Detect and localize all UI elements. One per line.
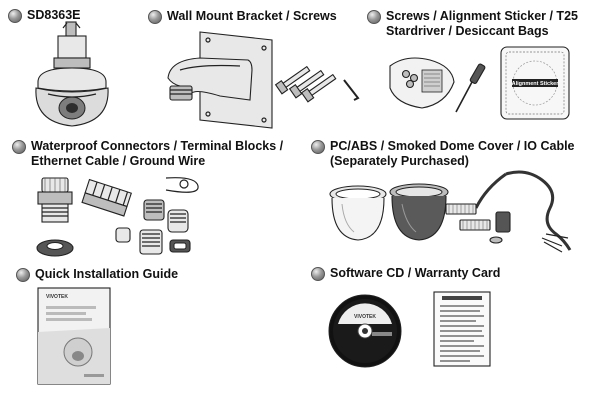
- bullet-icon: [311, 267, 325, 281]
- cd-brand: VIVOTEK: [354, 314, 376, 320]
- ground-wire-image: [115, 227, 131, 243]
- wall-mount-bracket-image: [167, 31, 273, 129]
- smoked-dome-cover-image: [389, 183, 449, 241]
- ethernet-cable-image: [139, 177, 199, 255]
- screws-label-line-2: Stardriver / Desiccant Bags: [386, 24, 549, 38]
- speed-dome-camera-image: [35, 21, 109, 127]
- alignment-sticker-title: Alignment Sticker: [512, 81, 560, 87]
- dome-label-line-1: PC/ABS / Smoked Dome Cover / IO Cable: [330, 139, 575, 153]
- bracket-screws-image: [274, 65, 360, 103]
- alignment-sticker-image: Alignment Sticker: [500, 46, 570, 120]
- software-cd-image: VIVOTEK: [328, 294, 402, 368]
- software-label: Software CD / Warranty Card: [330, 266, 500, 281]
- bullet-icon: [8, 9, 22, 23]
- screw-bag-image: [389, 57, 455, 109]
- connectors-label-line-2: Ethernet Cable / Ground Wire: [31, 154, 206, 168]
- bracket-label: Wall Mount Bracket / Screws: [167, 9, 337, 24]
- screws-label: Screws / Alignment Sticker / T25 Stardri…: [386, 9, 578, 39]
- warranty-card-image: [433, 291, 491, 367]
- software-label-line-1: Software CD / Warranty Card: [330, 266, 501, 280]
- bullet-icon: [148, 10, 162, 24]
- connectors-label: Waterproof Connectors / Terminal Blocks …: [31, 139, 283, 169]
- t25-stardriver-image: [455, 63, 486, 113]
- bullet-icon: [12, 140, 26, 154]
- guide-label: Quick Installation Guide: [35, 267, 178, 282]
- io-cable-image: [445, 170, 572, 253]
- bullet-icon: [367, 10, 381, 24]
- dome-label-line-2: (Separately Purchased): [330, 154, 469, 168]
- waterproof-connector-image: [36, 177, 74, 257]
- guide-label-line-1: Quick Installation Guide: [35, 267, 179, 281]
- screws-label-line-1: Screws / Alignment Sticker / T25: [386, 9, 578, 23]
- quick-installation-guide-image: VIVOTEK: [37, 287, 111, 385]
- clear-dome-cover-image: [329, 185, 387, 241]
- camera-label-line-1: SD8363E: [27, 8, 81, 22]
- bracket-label-line-1: Wall Mount Bracket / Screws: [167, 9, 337, 23]
- dome-label: PC/ABS / Smoked Dome Cover / IO Cable (S…: [330, 139, 575, 169]
- terminal-blocks-image: [81, 178, 132, 217]
- bullet-icon: [311, 140, 325, 154]
- bullet-icon: [16, 268, 30, 282]
- connectors-label-line-1: Waterproof Connectors / Terminal Blocks …: [31, 139, 284, 153]
- camera-label: SD8363E: [27, 8, 81, 23]
- guide-brand: VIVOTEK: [46, 294, 68, 300]
